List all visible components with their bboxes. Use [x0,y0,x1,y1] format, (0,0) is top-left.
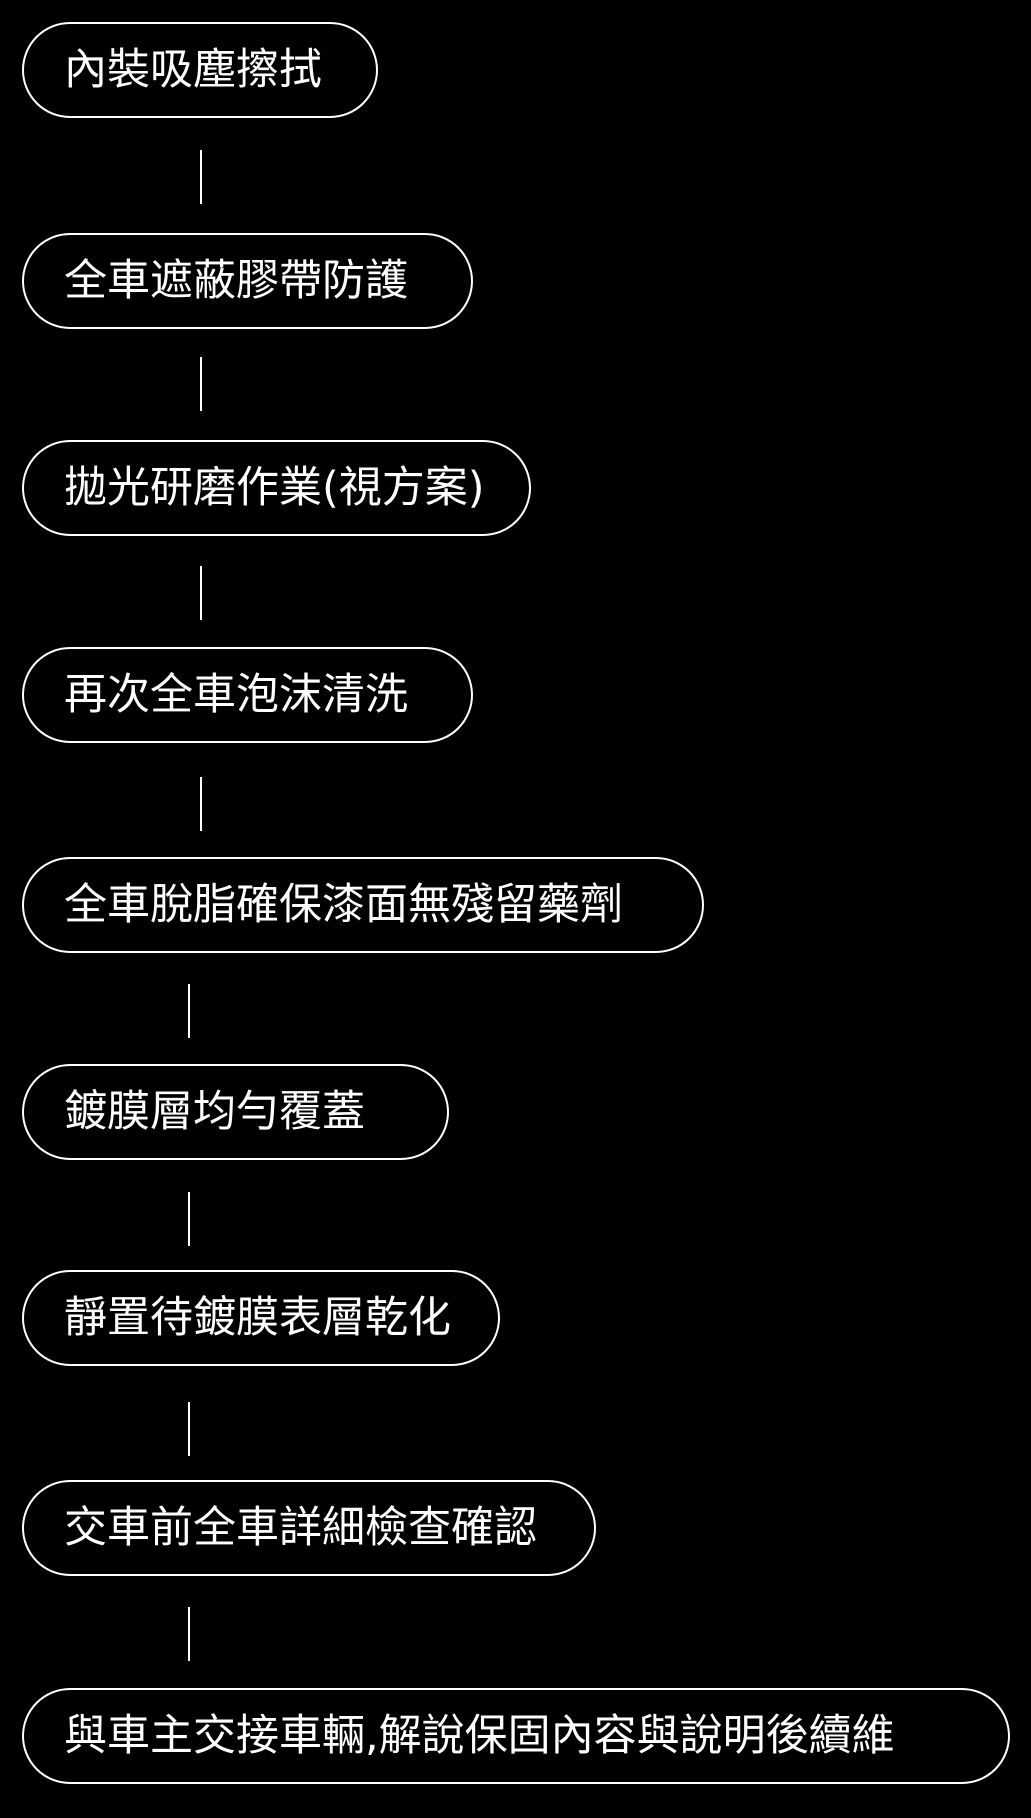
step-5-node: 全車脫脂確保漆面無殘留藥劑 [22,857,704,953]
step-9-label: 與車主交接車輛,解說保固內容與說明後續維 [64,1710,895,1761]
step-1-node: 內裝吸塵擦拭 [22,22,378,118]
step-2-label: 全車遮蔽膠帶防護 [64,255,408,306]
step-3-node: 拋光研磨作業(視方案) [22,440,531,536]
connector-7-8 [188,1402,190,1456]
step-8-label: 交車前全車詳細檢查確認 [64,1502,537,1553]
connector-6-7 [188,1192,190,1246]
connector-1-2 [200,150,202,204]
step-7-node: 靜置待鍍膜表層乾化 [22,1270,500,1366]
connector-2-3 [200,357,202,411]
connector-4-5 [200,777,202,831]
step-4-label: 再次全車泡沫清洗 [64,669,408,720]
step-9-node: 與車主交接車輛,解說保固內容與說明後續維 [22,1688,1010,1784]
step-8-node: 交車前全車詳細檢查確認 [22,1480,596,1576]
connector-8-9 [188,1607,190,1661]
step-4-node: 再次全車泡沫清洗 [22,647,473,743]
step-3-label: 拋光研磨作業(視方案) [64,462,485,513]
connector-5-6 [188,984,190,1038]
connector-3-4 [200,566,202,620]
step-6-node: 鍍膜層均勻覆蓋 [22,1064,449,1160]
step-7-label: 靜置待鍍膜表層乾化 [64,1292,451,1343]
step-6-label: 鍍膜層均勻覆蓋 [64,1086,365,1137]
step-1-label: 內裝吸塵擦拭 [64,44,322,95]
step-2-node: 全車遮蔽膠帶防護 [22,233,473,329]
step-5-label: 全車脫脂確保漆面無殘留藥劑 [64,879,623,930]
